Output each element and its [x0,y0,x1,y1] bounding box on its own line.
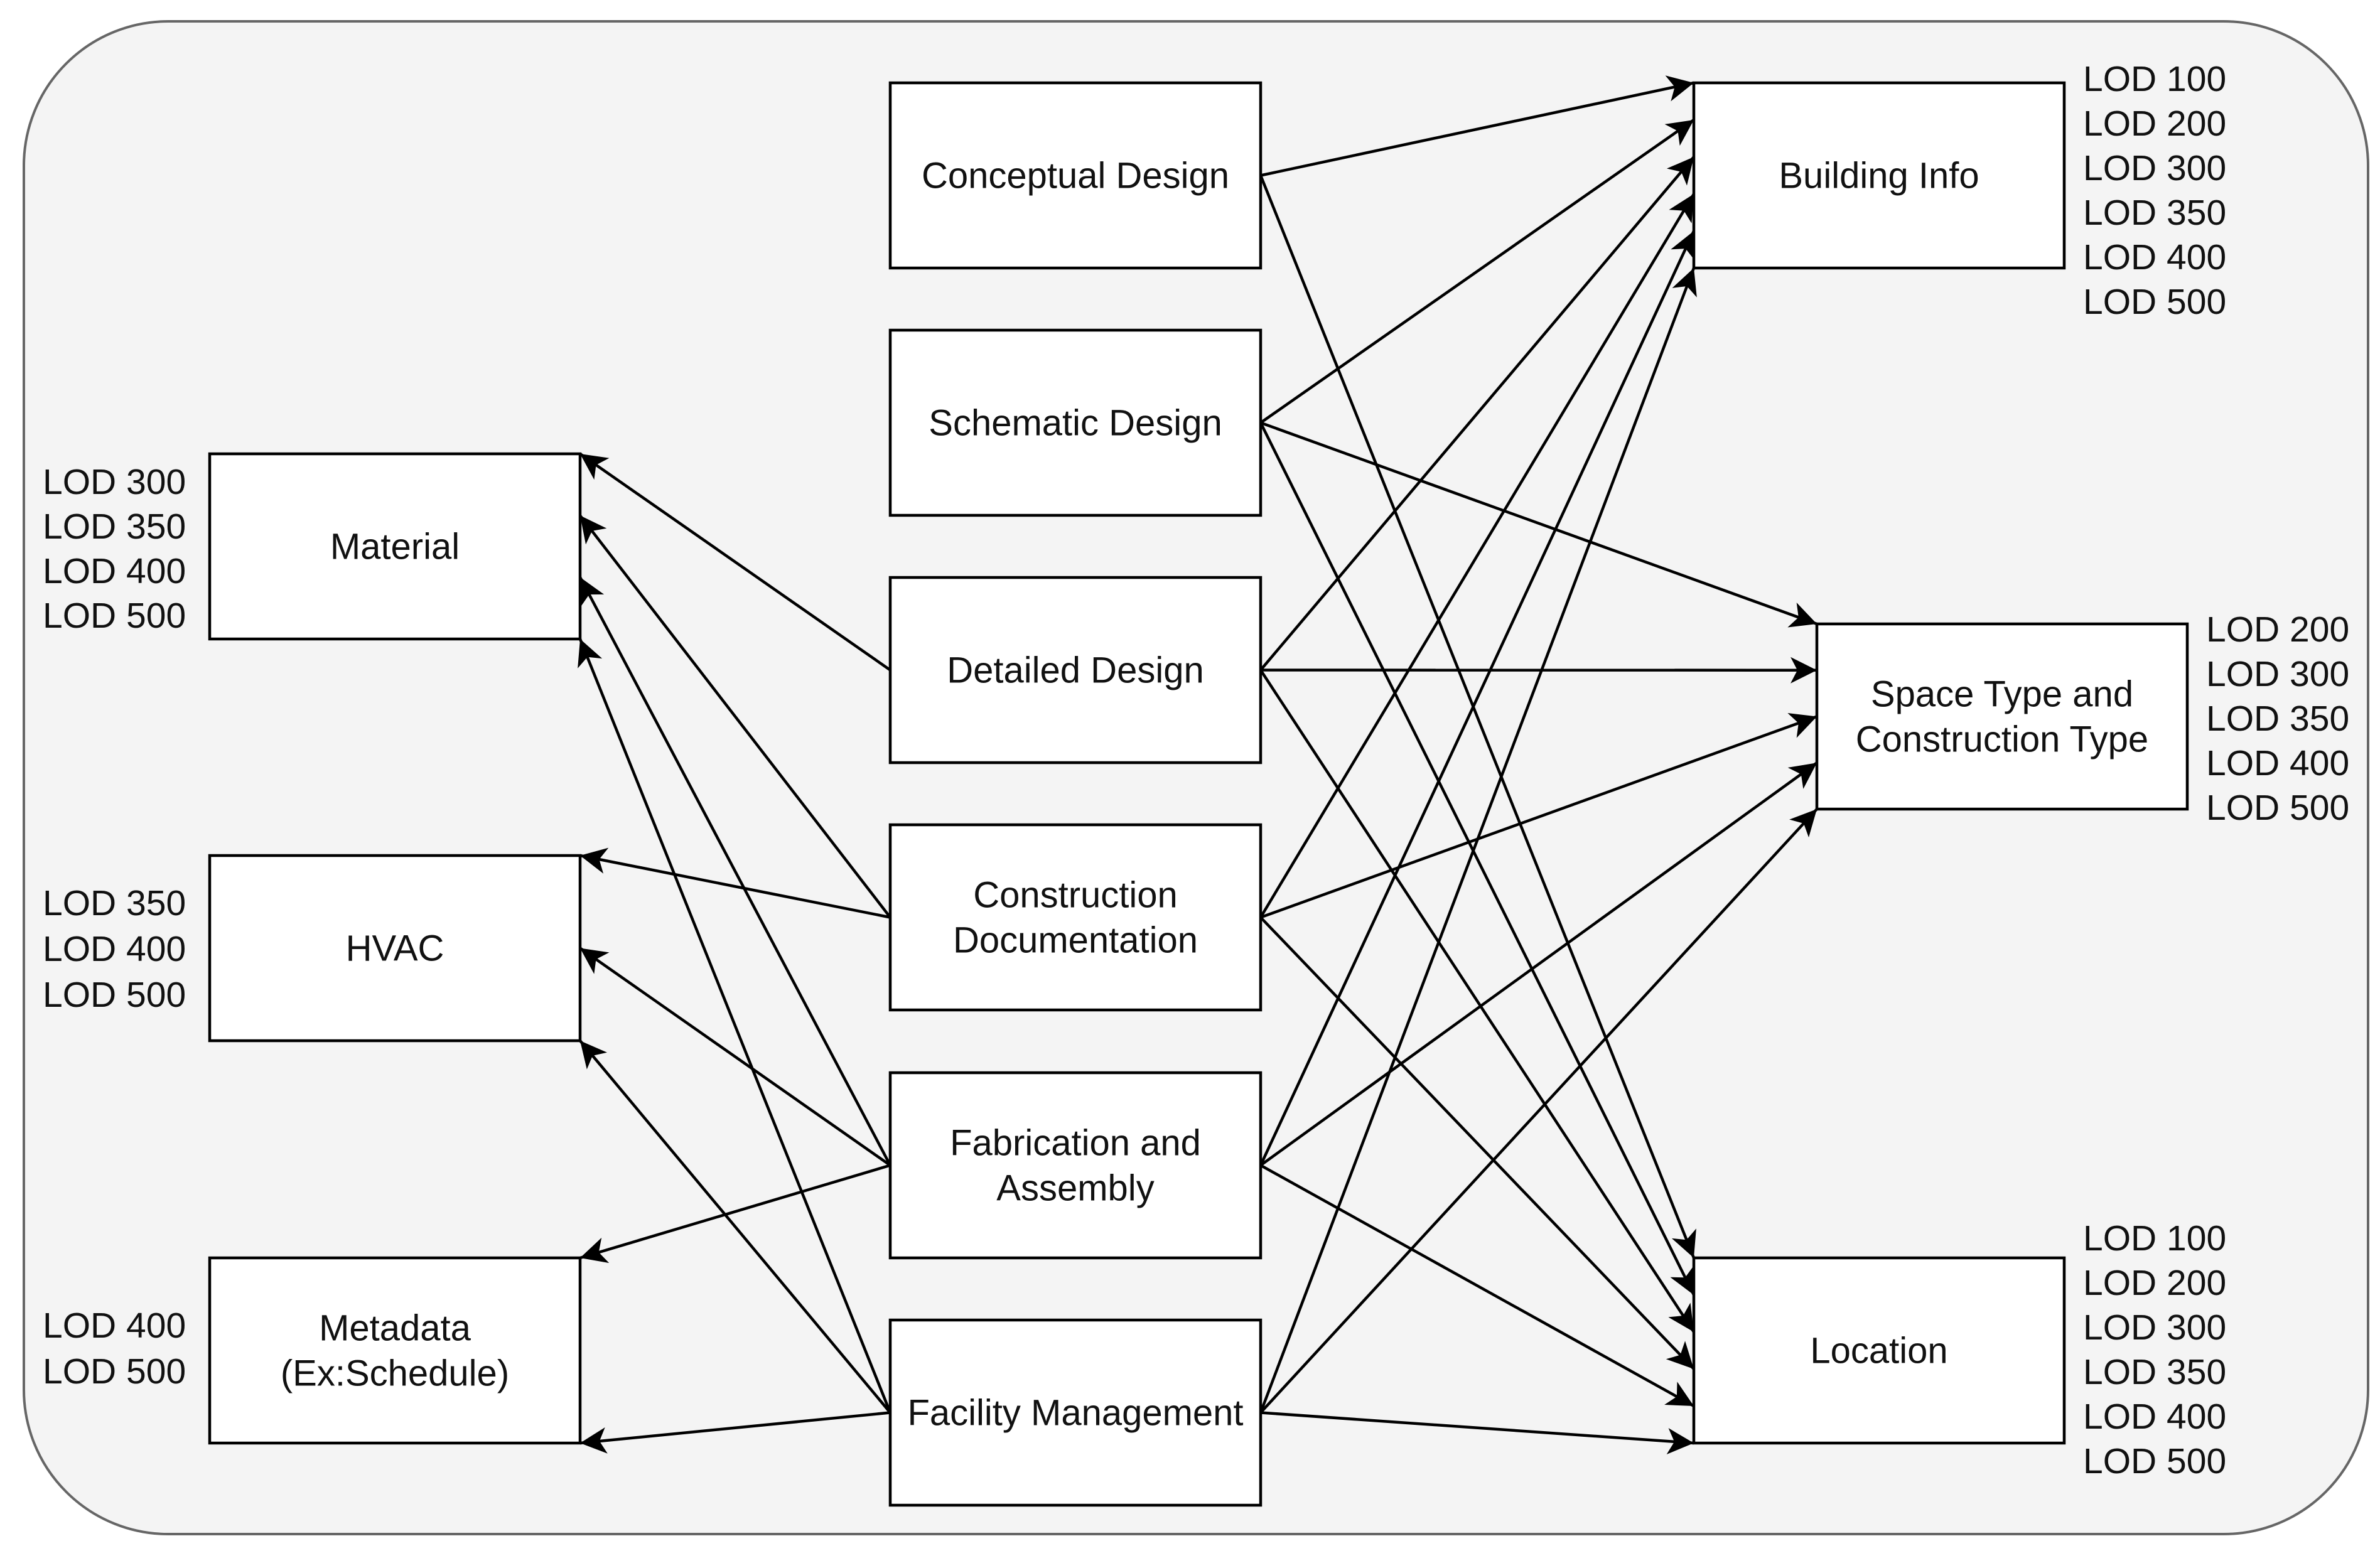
edges-group [578,75,1818,1455]
lod-label-location: LOD 300 [2083,1307,2226,1348]
node-label-detailed: Detailed Design [947,650,1203,691]
lod-label-building: LOD 100 [2083,59,2226,99]
node-label-metadata: (Ex:Schedule) [281,1353,509,1394]
lod-label-space: LOD 500 [2206,788,2349,828]
node-box-hvac [208,854,582,1043]
lod-label-space: LOD 200 [2206,609,2349,650]
node-detailed: Detailed Design [888,576,1263,765]
node-label-location: Location [1810,1331,1947,1372]
lod-label-hvac: LOD 400 [43,929,186,969]
edge-facility-to-building [1259,267,1697,1414]
node-label-construction: Documentation [953,920,1198,961]
lod-label-location: LOD 200 [2083,1263,2226,1303]
node-label-material: Material [330,527,460,567]
edge-fabrication-to-metadata [579,1164,891,1264]
node-facility: Facility Management [888,1318,1263,1507]
edge-fabrication-to-hvac [579,947,891,1167]
lod-label-location: LOD 500 [2083,1441,2226,1481]
node-conceptual: Conceptual Design [888,81,1263,270]
node-label-conceptual: Conceptual Design [922,156,1229,196]
node-box-location [1692,1256,2066,1445]
node-label-fabrication: Fabrication and [950,1123,1201,1164]
edge-construction-to-location [1259,916,1695,1370]
lod-label-space: LOD 350 [2206,699,2349,739]
edge-facility-to-metadata [579,1411,891,1454]
lod-label-material: LOD 300 [43,462,186,502]
lod-label-building: LOD 500 [2083,282,2226,322]
edge-facility-to-hvac [579,1039,891,1414]
node-label-construction: Construction [973,875,1178,916]
node-box-metadata [208,1256,582,1445]
node-hvac: HVAC [208,854,582,1043]
diagram-frame [23,20,2369,1535]
node-location: Location [1692,1256,2066,1445]
lod-label-metadata: LOD 400 [43,1306,186,1346]
edge-schematic-to-space [1260,421,1817,628]
lod-label-material: LOD 400 [43,551,186,591]
node-label-fabrication: Assembly [996,1168,1154,1209]
node-box-fabrication [888,1071,1263,1260]
lod-label-building: LOD 300 [2083,148,2226,188]
edge-construction-to-space [1260,713,1817,919]
node-metadata: Metadata(Ex:Schedule) [208,1256,582,1445]
node-box-facility [888,1318,1263,1507]
lod-label-space: LOD 400 [2206,743,2349,783]
lod-label-material: LOD 500 [43,596,186,636]
node-box-conceptual [888,81,1263,270]
lod-label-hvac: LOD 500 [43,975,186,1015]
edge-fabrication-to-space [1259,761,1818,1167]
edge-schematic-to-building [1259,119,1695,424]
lod-label-space: LOD 300 [2206,654,2349,694]
lod-label-metadata: LOD 500 [43,1351,186,1392]
edge-facility-to-space [1259,808,1818,1414]
lod-label-building: LOD 350 [2083,193,2226,233]
edge-detailed-to-material [579,453,891,672]
edge-facility-to-location [1260,1411,1694,1455]
lod-label-hvac: LOD 350 [43,883,186,923]
node-box-schematic [888,328,1263,517]
node-label-space: Construction Type [1856,719,2148,760]
edge-fabrication-to-location [1259,1164,1695,1407]
node-box-space [1815,622,2189,811]
edge-detailed-to-location [1259,669,1695,1333]
node-box-building [1692,81,2066,270]
edge-schematic-to-location [1259,422,1696,1296]
lod-label-building: LOD 200 [2083,104,2226,144]
edge-construction-to-building [1259,193,1695,918]
node-label-schematic: Schematic Design [929,403,1222,444]
lod-label-material: LOD 350 [43,507,186,547]
lod-label-building: LOD 400 [2083,237,2226,277]
node-label-space: Space Type and [1871,674,2133,715]
edge-facility-to-material [578,638,892,1414]
node-box-construction [888,823,1263,1012]
edge-conceptual-to-location [1259,174,1696,1259]
node-label-hvac: HVAC [346,928,444,969]
lod-label-location: LOD 100 [2083,1218,2226,1259]
edge-conceptual-to-building [1260,75,1694,177]
edge-construction-to-material [579,514,891,918]
node-schematic: Schematic Design [888,328,1263,517]
node-label-building: Building Info [1779,156,1979,196]
lod-label-location: LOD 400 [2083,1397,2226,1437]
node-box-material [208,452,582,641]
lod-label-location: LOD 350 [2083,1352,2226,1392]
node-building: Building Info [1692,81,2066,270]
node-box-detailed [888,576,1263,765]
node-material: Material [208,452,582,641]
edge-construction-to-hvac [579,847,891,919]
node-label-metadata: Metadata [319,1308,471,1349]
edge-fabrication-to-building [1259,230,1696,1166]
edge-fabrication-to-material [579,576,891,1166]
edge-detailed-to-building [1259,156,1695,671]
node-label-facility: Facility Management [907,1393,1243,1434]
